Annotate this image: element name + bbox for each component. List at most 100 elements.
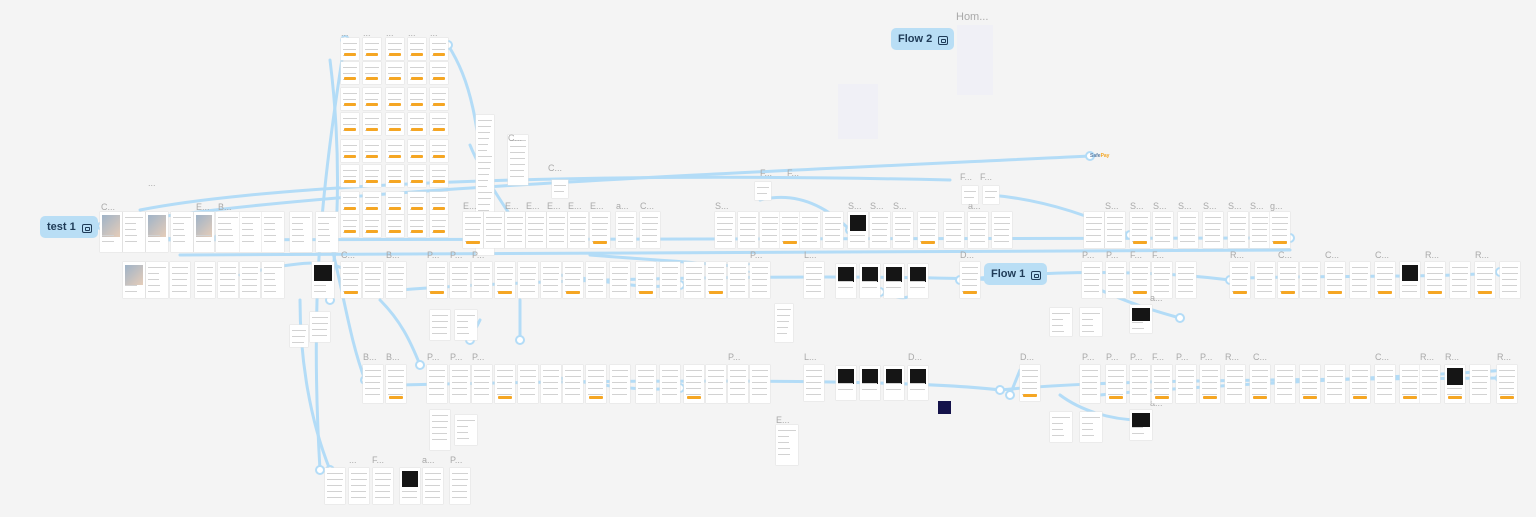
screen-frame[interactable] — [1400, 262, 1420, 298]
screen-frame[interactable] — [408, 88, 426, 110]
screen-frame[interactable] — [408, 140, 426, 162]
screen-frame[interactable] — [123, 212, 145, 252]
screen-frame[interactable] — [1445, 365, 1465, 403]
screen-frame[interactable] — [430, 410, 450, 450]
screen-frame[interactable] — [860, 264, 880, 298]
screen-frame[interactable] — [312, 262, 334, 298]
screen-frame[interactable] — [146, 212, 168, 252]
screen-frame[interactable] — [240, 262, 260, 298]
screen-frame[interactable] — [836, 366, 856, 400]
screen-frame[interactable] — [408, 38, 426, 60]
screen-frame[interactable] — [660, 262, 680, 298]
screen-frame[interactable] — [310, 312, 330, 342]
connector-node[interactable] — [315, 465, 325, 475]
screen-frame[interactable] — [738, 212, 758, 248]
screen-frame[interactable] — [1082, 262, 1102, 298]
screen-frame[interactable] — [541, 365, 561, 403]
screen-frame[interactable] — [1200, 365, 1220, 403]
screen-frame[interactable] — [386, 365, 406, 403]
screen-frame[interactable] — [1420, 365, 1440, 403]
screen-frame[interactable] — [823, 212, 843, 248]
screen-frame[interactable] — [526, 212, 546, 248]
screen-frame[interactable] — [373, 468, 393, 504]
screen-frame[interactable] — [363, 262, 383, 298]
screen-frame[interactable] — [427, 365, 447, 403]
screen-frame[interactable] — [290, 212, 312, 252]
screen-frame[interactable] — [1230, 262, 1250, 298]
screen-frame[interactable] — [262, 212, 284, 252]
screen-frame[interactable] — [893, 212, 913, 248]
empty-frame[interactable] — [838, 84, 878, 139]
screen-frame[interactable] — [1450, 262, 1470, 298]
screen-frame[interactable] — [1300, 365, 1320, 403]
screen-frame[interactable] — [1228, 212, 1248, 248]
screen-frame[interactable] — [400, 468, 420, 504]
screen-frame[interactable] — [341, 113, 359, 135]
screen-frame[interactable] — [194, 212, 214, 252]
screen-frame[interactable] — [848, 212, 868, 248]
screen-frame[interactable] — [386, 62, 404, 84]
screen-frame[interactable] — [430, 310, 450, 340]
screen-frame[interactable] — [1084, 212, 1104, 248]
connector-node[interactable] — [995, 385, 1005, 395]
screen-frame[interactable] — [1105, 212, 1125, 248]
prototype-connector[interactable] — [328, 238, 367, 382]
screen-frame[interactable] — [1500, 262, 1520, 298]
screen-frame[interactable] — [508, 135, 528, 185]
screen-frame[interactable] — [992, 212, 1012, 248]
screen-frame[interactable] — [363, 140, 381, 162]
screen-frame[interactable] — [1250, 365, 1270, 403]
screen-frame[interactable] — [706, 365, 726, 403]
screen-frame[interactable] — [586, 262, 606, 298]
screen-frame[interactable] — [195, 262, 215, 298]
screen-frame[interactable] — [363, 192, 381, 214]
screen-frame[interactable] — [1130, 212, 1150, 248]
screen-frame[interactable] — [341, 192, 359, 214]
screen-frame[interactable] — [430, 140, 448, 162]
screen-frame[interactable] — [505, 212, 525, 248]
flow-start-flow-1[interactable]: Flow 1 — [984, 263, 1048, 285]
screen-frame[interactable] — [1152, 262, 1172, 298]
screen-frame[interactable] — [1325, 262, 1345, 298]
screen-frame[interactable] — [1250, 212, 1270, 248]
screen-frame[interactable] — [563, 262, 583, 298]
screen-frame[interactable] — [386, 262, 406, 298]
screen-frame[interactable] — [775, 304, 793, 342]
screen-frame[interactable] — [884, 366, 904, 400]
screen-frame[interactable] — [495, 365, 515, 403]
screen-frame[interactable] — [341, 215, 359, 237]
screen-frame[interactable] — [430, 38, 448, 60]
screen-frame[interactable] — [240, 212, 262, 252]
screen-frame[interactable] — [430, 192, 448, 214]
screen-frame[interactable] — [450, 468, 470, 504]
screen-frame[interactable] — [100, 212, 122, 252]
screen-frame[interactable] — [341, 88, 359, 110]
connector-node[interactable] — [1175, 313, 1185, 323]
screen-frame[interactable] — [495, 262, 515, 298]
screen-frame[interactable] — [455, 415, 477, 445]
screen-frame[interactable] — [1375, 365, 1395, 403]
screen-frame[interactable] — [341, 62, 359, 84]
screen-frame[interactable] — [450, 365, 470, 403]
screen-frame[interactable] — [386, 140, 404, 162]
screen-frame[interactable] — [1176, 365, 1196, 403]
screen-frame[interactable] — [363, 365, 383, 403]
screen-frame[interactable] — [363, 113, 381, 135]
screen-frame[interactable] — [1178, 212, 1198, 248]
screen-frame[interactable] — [455, 310, 477, 340]
screen-frame[interactable] — [408, 192, 426, 214]
screen-frame[interactable] — [547, 212, 567, 248]
screen-frame[interactable] — [1425, 262, 1445, 298]
screen-frame[interactable] — [341, 140, 359, 162]
screen-frame[interactable] — [472, 262, 492, 298]
screen-frame[interactable] — [386, 38, 404, 60]
app-icon-thumbnail[interactable] — [938, 401, 951, 414]
screen-frame[interactable] — [262, 262, 284, 298]
screen-frame[interactable] — [1130, 262, 1150, 298]
screen-frame[interactable] — [325, 468, 345, 504]
screen-frame[interactable] — [755, 182, 771, 200]
screen-frame[interactable] — [450, 262, 470, 298]
screen-frame[interactable] — [1176, 262, 1196, 298]
screen-frame[interactable] — [728, 262, 748, 298]
screen-frame[interactable] — [684, 262, 704, 298]
